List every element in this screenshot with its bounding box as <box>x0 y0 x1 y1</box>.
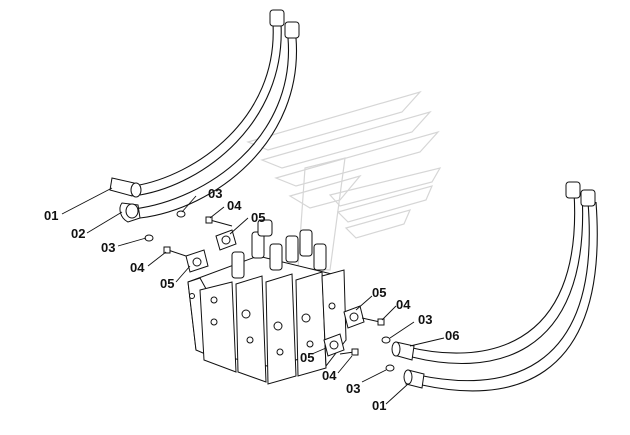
bolt-icon <box>361 317 381 323</box>
callout-03-left: 03 <box>101 240 115 255</box>
callout-05-right: 05 <box>372 285 386 300</box>
callout-01-left: 01 <box>44 208 58 223</box>
o-ring-icon <box>385 364 395 372</box>
callout-06: 06 <box>445 328 459 343</box>
hose-fitting-top-3 <box>565 181 581 199</box>
hose-fitting-top-2 <box>284 21 300 39</box>
upper-hose-assembly <box>109 9 300 223</box>
upper-parts <box>176 210 237 251</box>
callout-02: 02 <box>71 226 85 241</box>
hose-fitting-top-1 <box>269 9 285 27</box>
left-parts <box>144 234 209 273</box>
callout-03-bottom: 03 <box>346 381 360 396</box>
callout-03-right: 03 <box>418 312 432 327</box>
callout-labels: 01 02 03 04 05 03 04 05 05 04 03 06 05 0… <box>44 186 459 413</box>
callout-01-bottom: 01 <box>372 398 386 413</box>
o-ring-icon <box>176 210 186 218</box>
bolt-icon <box>209 219 233 227</box>
callout-05-left: 05 <box>160 276 174 291</box>
callout-03-upper: 03 <box>208 186 222 201</box>
right-hose-assembly <box>391 181 598 392</box>
o-ring-icon <box>144 234 154 242</box>
callout-04-right: 04 <box>396 297 411 312</box>
callout-05-upper: 05 <box>251 210 265 225</box>
leader-lines <box>61 187 445 405</box>
bolt-icon <box>167 249 187 257</box>
hose-fitting-top-4 <box>580 189 596 207</box>
hose-end-fitting-01 <box>109 177 135 197</box>
callout-05-bottom: 05 <box>300 350 314 365</box>
o-ring-icon <box>381 336 391 344</box>
right-parts <box>343 305 391 344</box>
callout-04-bottom: 04 <box>322 368 337 383</box>
callout-04-upper: 04 <box>227 198 242 213</box>
bottom-parts <box>323 333 395 372</box>
control-valve-block-icon <box>187 219 347 385</box>
callout-04-left: 04 <box>130 260 145 275</box>
